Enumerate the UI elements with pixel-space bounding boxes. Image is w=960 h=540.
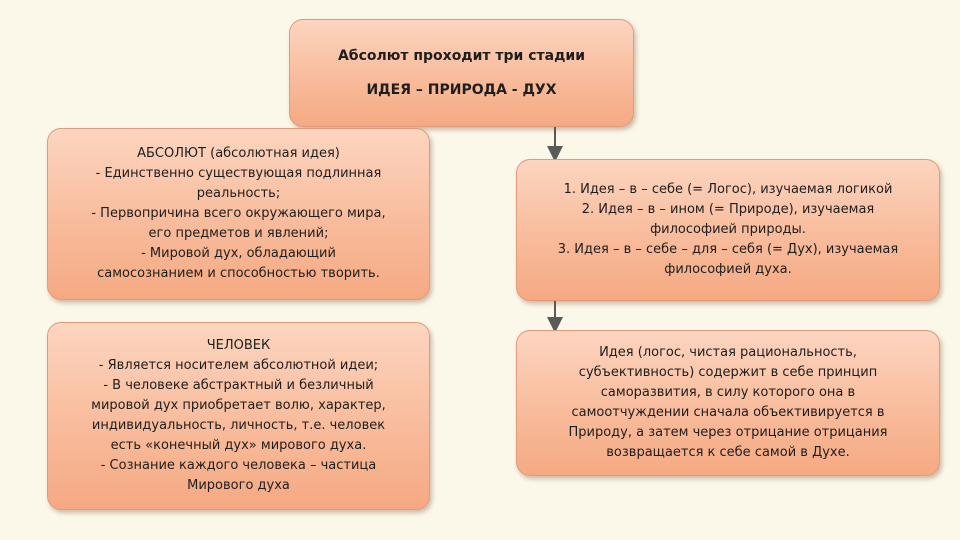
human-line: мировой дух приобретает волю, характер, — [91, 398, 386, 413]
human-line: - Сознание каждого человека – частица — [100, 458, 377, 473]
absolute-box: АБСОЛЮТ (абсолютная идея) - Единственно … — [47, 128, 430, 300]
human-line: Мирового духа — [187, 478, 290, 493]
human-line: индивидуальность, личность, т.е. человек — [91, 418, 386, 433]
stage-line: философией духа. — [664, 262, 792, 277]
stage-line: философией природы. — [650, 222, 806, 237]
idea-box: Идея (логос, чистая рациональность, субъ… — [516, 330, 940, 476]
absolute-heading: АБСОЛЮТ (абсолютная идея) — [137, 146, 340, 161]
absolute-line: реальность; — [196, 186, 281, 201]
stage-line: 1. Идея – в – себе (= Логос), изучаемая … — [563, 182, 893, 197]
human-line: есть «конечный дух» мирового духа. — [110, 438, 367, 453]
title-line-2: ИДЕЯ – ПРИРОДА - ДУХ — [366, 82, 557, 98]
idea-line: Идея (логос, чистая рациональность, — [599, 345, 857, 360]
title-box: Абсолют проходит три стадии ИДЕЯ – ПРИРО… — [289, 19, 634, 127]
idea-line: возвращается к себе самой в Духе. — [606, 445, 850, 460]
title-line-1: Абсолют проходит три стадии — [337, 48, 586, 64]
human-line: - Является носителем абсолютной идеи; — [98, 358, 379, 373]
absolute-line: самосознанием и способностью творить. — [97, 266, 380, 281]
idea-line: саморазвития, в силу которого она в — [600, 385, 856, 400]
idea-line: самоотчуждении сначала объективируется в — [571, 405, 885, 420]
stage-line: 3. Идея – в – себе – для – себя (= Дух),… — [557, 242, 899, 257]
human-heading: ЧЕЛОВЕК — [206, 338, 271, 353]
human-line: - В человеке абстрактный и безличный — [103, 378, 374, 393]
absolute-line: - Единственно существующая подлинная — [95, 166, 382, 181]
idea-line: субъективность) содержит в себе принцип — [578, 365, 878, 380]
absolute-line: - Мировой дух, обладающий — [141, 246, 336, 261]
absolute-line: - Первопричина всего окружающего мира, — [91, 206, 386, 221]
stages-box: 1. Идея – в – себе (= Логос), изучаемая … — [516, 159, 940, 301]
absolute-line: его предметов и явлений; — [148, 226, 329, 241]
stage-line: 2. Идея – в – ином (= Природе), изучаема… — [581, 202, 875, 217]
human-box: ЧЕЛОВЕК - Является носителем абсолютной … — [47, 322, 430, 510]
idea-line: Природу, а затем через отрицание отрицан… — [568, 425, 888, 440]
